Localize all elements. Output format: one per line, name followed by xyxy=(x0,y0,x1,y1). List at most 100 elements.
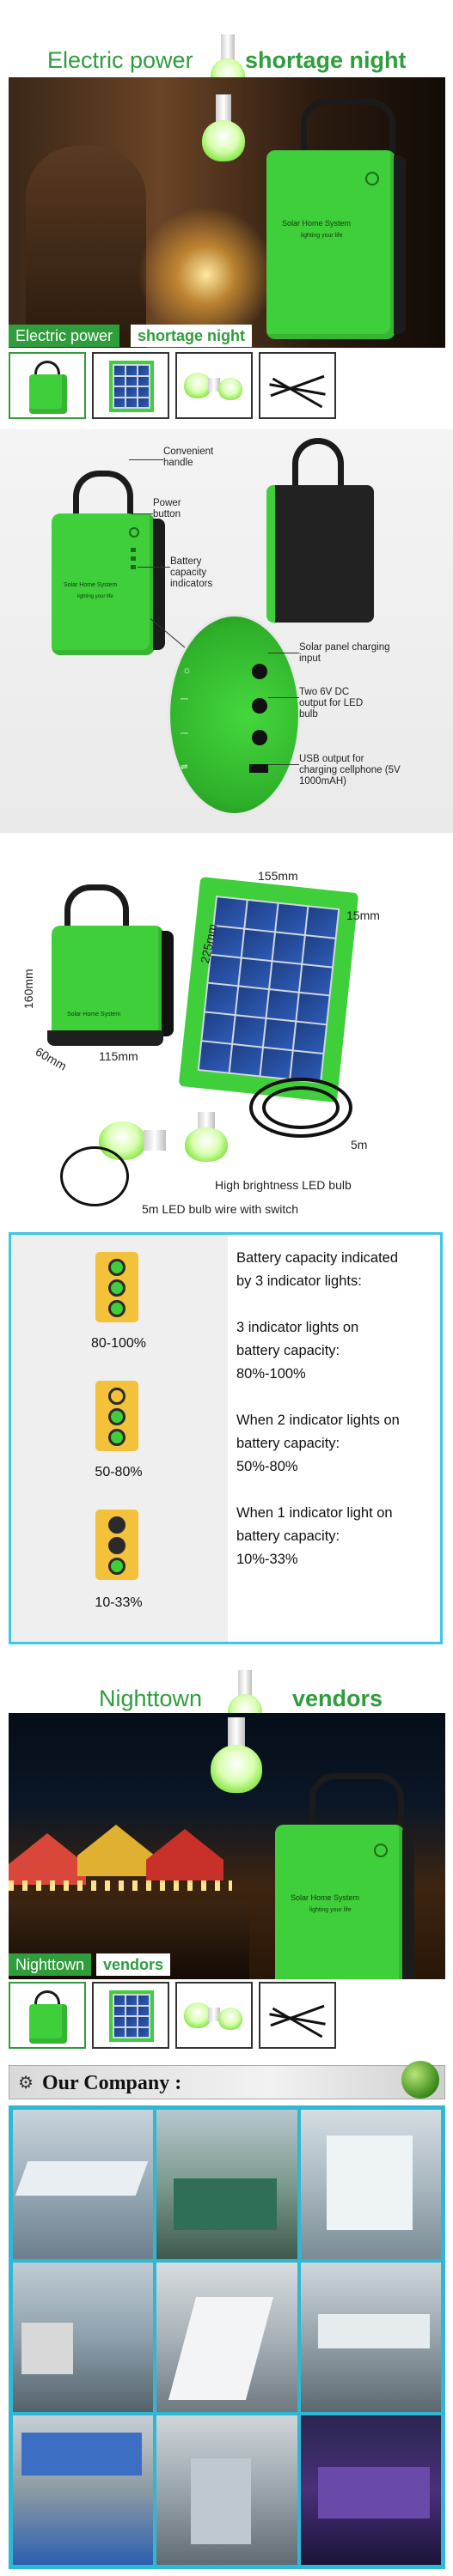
description-line: When 2 indicator lights on xyxy=(236,1413,400,1428)
caption-electric-power: Electric power xyxy=(9,325,120,347)
caption-bulb-wire: 5m LED bulb wire with switch xyxy=(142,1202,299,1216)
device-front: Solar Home System lighting your life xyxy=(52,513,165,655)
device-side-zoom: ☼ ⎓ ⎓ ⇌ xyxy=(168,614,301,816)
factory-photo-laminator xyxy=(13,2263,154,2412)
night-market-photo: Solar Home System lighting your life xyxy=(9,1713,445,1979)
bulb-icon xyxy=(211,1717,262,1795)
solar-input-port xyxy=(252,664,267,679)
callout-usb-output: USB output for charging cellphone (5V 10… xyxy=(299,754,401,787)
gear-icon: ⚙ xyxy=(18,2074,34,2093)
description-line: battery capacity: xyxy=(236,1436,340,1451)
dc-output-port-2 xyxy=(252,730,267,745)
indicator-illustrations: 80-100% 50-80% 10-33% xyxy=(11,1235,228,1642)
caption-nighttown: Nighttown xyxy=(9,1953,92,1976)
thumbnail-solar-panel[interactable] xyxy=(92,1982,169,2049)
company-title: Our Company : xyxy=(42,2072,182,2094)
factory-photo-grid xyxy=(9,2105,445,2569)
thumbnail-solar-panel[interactable] xyxy=(92,352,169,419)
market-caption-bar: Nighttown vendors xyxy=(9,1953,445,1976)
device-label-text: Solar Home System xyxy=(64,582,118,588)
device-label-text: Solar Home System xyxy=(291,1893,360,1902)
solar-home-system-device: Solar Home System lighting your life xyxy=(275,1825,414,1979)
indicator-level-1-label: 10-33% xyxy=(95,1595,143,1610)
market-lights xyxy=(9,1880,232,1891)
description-line: 50%-80% xyxy=(236,1459,298,1474)
callout-handle: Convenient handle xyxy=(163,447,214,468)
thumbnail-device[interactable] xyxy=(9,352,86,419)
power-button-icon xyxy=(129,527,139,538)
description-line xyxy=(236,1479,439,1502)
thumbnail-bulbs[interactable] xyxy=(175,352,253,419)
factory-photo-tables xyxy=(156,2263,297,2412)
thumbnail-device[interactable] xyxy=(9,1982,86,2049)
company-header: ⚙ Our Company : xyxy=(9,2061,445,2099)
indicator-light xyxy=(108,1429,125,1446)
indicator-light xyxy=(108,1388,125,1405)
factory-photo-assembly-line xyxy=(13,2110,154,2259)
indicator-light xyxy=(108,1300,125,1317)
globe-icon xyxy=(401,2061,439,2099)
indicator-level-3 xyxy=(95,1252,138,1322)
dim-panel-width: 155mm xyxy=(258,869,298,883)
solar-home-system-device: Solar Home System lighting your life xyxy=(266,150,406,339)
factory-photo-testing-area xyxy=(156,2415,297,2565)
caption-vendors: vendors xyxy=(96,1953,171,1976)
description-line: 10%-33% xyxy=(236,1552,298,1567)
power-button-icon xyxy=(374,1844,388,1857)
description-line: When 1 indicator light on xyxy=(236,1505,393,1521)
device-label-subtext: lighting your life xyxy=(301,233,343,239)
power-button-icon xyxy=(365,172,379,185)
thumbnail-charging-cables[interactable] xyxy=(259,1982,336,2049)
indicator-level-1 xyxy=(95,1510,138,1580)
headline-electric-power: Electric power xyxy=(47,47,193,73)
description-line xyxy=(236,1386,439,1409)
description-line: battery capacity: xyxy=(236,1528,340,1544)
market-tent xyxy=(77,1825,155,1876)
indicator-level-2-label: 50-80% xyxy=(95,1465,143,1479)
indicator-level-2 xyxy=(95,1381,138,1451)
dim-box-width: 115mm xyxy=(99,1049,138,1063)
indicator-light xyxy=(108,1408,125,1425)
thumbnail-bulbs[interactable] xyxy=(175,1982,253,2049)
indicator-light xyxy=(108,1516,125,1534)
factory-photo-press-machine xyxy=(13,2415,154,2565)
device-label-text: Solar Home System xyxy=(67,1012,121,1018)
indicator-light xyxy=(108,1558,125,1575)
dim-box-height: 160mm xyxy=(21,969,35,1009)
battery-indicator-panel: 80-100% 50-80% 10-33% Battery capacity i… xyxy=(9,1232,443,1644)
device-back xyxy=(266,485,374,623)
person-silhouette xyxy=(26,146,146,348)
factory-photo-framing xyxy=(300,2263,441,2412)
device-handle xyxy=(73,471,133,513)
indicator-light xyxy=(108,1279,125,1297)
description-line xyxy=(236,1293,439,1316)
factory-photo-electronics xyxy=(300,2415,441,2565)
dim-panel-depth: 15mm xyxy=(346,908,380,922)
description-line: 3 indicator lights on xyxy=(236,1320,359,1335)
description-line: by 3 indicator lights: xyxy=(236,1273,362,1289)
headline-shortage-night: shortage night xyxy=(245,47,407,73)
dc-output-port-1 xyxy=(252,698,267,714)
led-bulb-2 xyxy=(185,1112,228,1163)
description-line: battery capacity: xyxy=(236,1343,340,1358)
device-back-handle xyxy=(292,438,344,489)
thumbnail-charging-cables[interactable] xyxy=(259,352,336,419)
device-handle xyxy=(64,884,129,927)
hero-photo-candle-scene: Solar Home System lighting your life xyxy=(9,77,445,348)
indicator-light xyxy=(108,1259,125,1276)
description-line: 80%-100% xyxy=(236,1366,306,1382)
solar-panel xyxy=(178,877,359,1103)
bulb-wire xyxy=(60,1146,129,1206)
caption-led-bulb: High brightness LED bulb xyxy=(215,1178,352,1192)
indicator-level-3-label: 80-100% xyxy=(90,1336,147,1351)
callout-dc-output: Two 6V DC output for LED bulb xyxy=(299,687,364,720)
caption-shortage-night: shortage night xyxy=(131,325,252,347)
headline-vendors: vendors xyxy=(292,1686,383,1711)
callout-power-button: Power button xyxy=(153,498,181,519)
device-front: Solar Home System xyxy=(52,926,174,1042)
device-label-subtext: lighting your life xyxy=(309,1907,352,1913)
device-label-subtext: lighting your life xyxy=(77,594,113,599)
indicator-light xyxy=(108,1537,125,1554)
bulb-icon xyxy=(202,94,245,163)
callout-solar-input: Solar panel charging input xyxy=(299,642,390,664)
